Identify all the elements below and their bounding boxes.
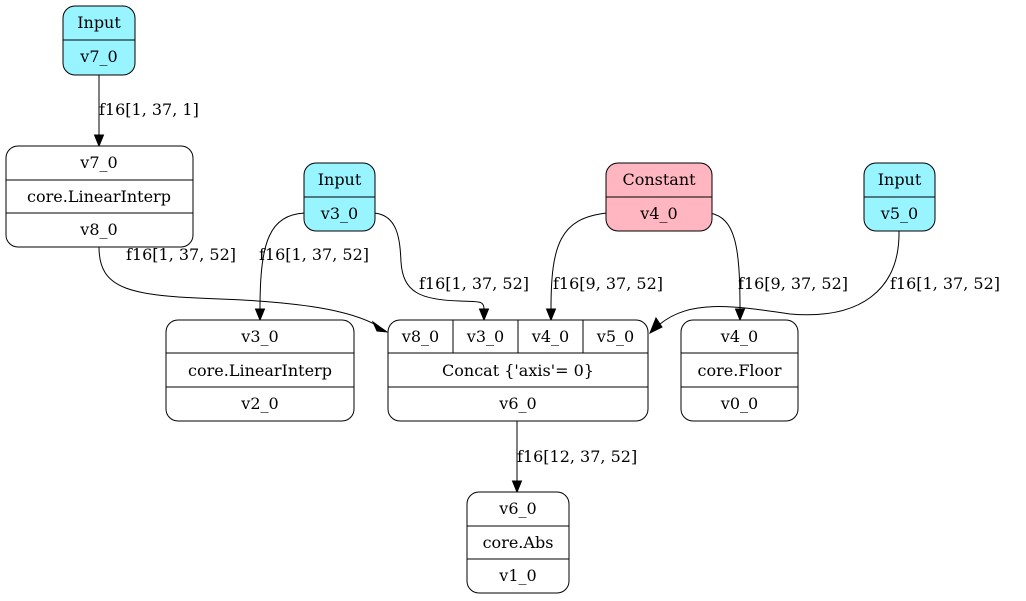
node-input-label: v4_0 (720, 327, 758, 346)
node-box (680, 319, 799, 422)
node-abs-v1[interactable]: v6_0 core.Abs v1_0 (466, 491, 570, 594)
port-label-v8[interactable]: v8_0 (401, 327, 439, 346)
arrow-head (478, 308, 490, 322)
edge-v6-to-abs: f16[12, 37, 52] (511, 421, 637, 494)
node-input-label: v3_0 (240, 327, 278, 346)
node-output-label: v0_0 (720, 394, 758, 413)
edge-label: f16[9, 37, 52] (738, 274, 848, 293)
node-concat-v6[interactable]: v8_0 v3_0 v4_0 v5_0 Concat {'axis'= 0} v… (387, 319, 649, 422)
node-type-label: Constant (622, 170, 696, 189)
edge-v4-to-concat: f16[9, 37, 52] (545, 212, 663, 322)
node-op-label: core.LinearInterp (27, 187, 171, 206)
arrow-head (93, 134, 105, 148)
arrow-head (371, 320, 389, 333)
node-input-label: v7_0 (79, 153, 117, 172)
edge-line (659, 230, 900, 325)
edge-line (550, 212, 608, 310)
node-floor-v0[interactable]: v4_0 core.Floor v0_0 (680, 319, 799, 422)
node-linear-interp-v2[interactable]: v3_0 core.LinearInterp v2_0 (165, 319, 355, 422)
node-type-label: Input (878, 170, 922, 189)
edge-v3-to-concat: f16[1, 37, 52] (373, 212, 529, 322)
edge-line (98, 246, 379, 327)
arrow-head (254, 308, 266, 322)
node-constant-v4[interactable]: Constant v4_0 (605, 162, 713, 232)
edge-line (373, 212, 485, 310)
node-op-label: core.LinearInterp (188, 361, 332, 380)
node-type-label: Input (318, 170, 362, 189)
edge-label: f16[1, 37, 52] (890, 274, 1000, 293)
node-output-label: v4_0 (639, 204, 677, 223)
edge-label: f16[12, 37, 52] (517, 447, 637, 466)
port-label-v5[interactable]: v5_0 (596, 327, 634, 346)
edge-v3-to-interp: f16[1, 37, 52] (254, 212, 369, 322)
node-input-v5[interactable]: Input v5_0 (863, 162, 936, 232)
node-box (165, 319, 355, 422)
arrow-head (649, 316, 663, 335)
node-output-label: v8_0 (79, 220, 117, 239)
edge-label: f16[1, 37, 1] (99, 100, 199, 119)
node-input-label: v6_0 (498, 499, 536, 518)
node-output-label: v6_0 (498, 394, 536, 413)
edge-v5-to-concat: f16[1, 37, 52] (649, 230, 1000, 335)
edge-label: f16[1, 37, 52] (126, 245, 236, 264)
port-label-v3[interactable]: v3_0 (466, 327, 504, 346)
arrow-head (734, 308, 746, 322)
node-linear-interp-v8[interactable]: v7_0 core.LinearInterp v8_0 (5, 145, 194, 248)
node-type-label: Input (77, 13, 121, 32)
node-box (5, 145, 194, 248)
node-output-label: v3_0 (320, 204, 358, 223)
node-op-label: core.Abs (483, 533, 554, 552)
port-label-v4[interactable]: v4_0 (531, 327, 569, 346)
node-box (466, 491, 570, 594)
edge-v8-to-concat: f16[1, 37, 52] (98, 245, 389, 333)
node-output-label: v7_0 (79, 47, 117, 66)
node-output-label: v5_0 (880, 204, 918, 223)
edge-v4-to-floor: f16[9, 37, 52] (709, 212, 848, 322)
edge-line (709, 212, 741, 310)
edge-line (259, 212, 306, 310)
node-op-label: core.Floor (698, 361, 782, 380)
edge-v7-to-interp: f16[1, 37, 1] (93, 75, 199, 148)
node-input-v7[interactable]: Input v7_0 (62, 5, 136, 76)
arrow-head (511, 480, 523, 494)
node-input-v3[interactable]: Input v3_0 (303, 162, 376, 232)
edge-label: f16[1, 37, 52] (419, 274, 529, 293)
node-output-label: v2_0 (240, 394, 278, 413)
node-op-label: Concat {'axis'= 0} (442, 361, 594, 380)
edge-label: f16[9, 37, 52] (553, 274, 663, 293)
edge-label: f16[1, 37, 52] (259, 245, 369, 264)
arrow-head (545, 308, 557, 322)
node-output-label: v1_0 (498, 566, 536, 585)
